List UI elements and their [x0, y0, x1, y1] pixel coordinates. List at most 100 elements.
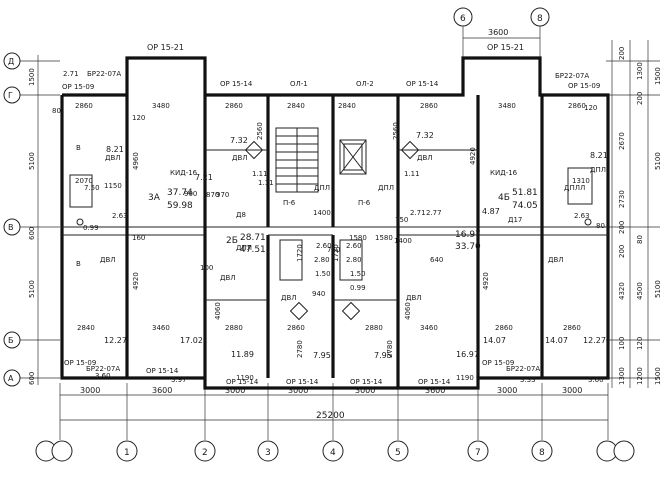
plan-label-100: Д8	[236, 211, 246, 219]
dim-right-b10: 200	[636, 92, 644, 105]
dim-bay-4: 3000	[288, 386, 308, 395]
win-or1514-a: ОР 15-14	[220, 80, 253, 88]
plan-label-73: 1580	[375, 234, 393, 242]
plan-label-21: 2.60	[346, 242, 362, 250]
dim-left-1: 1500	[28, 68, 36, 86]
win-or1509-a: ОР 15-09	[62, 83, 94, 91]
plan-label-71: 970	[216, 191, 229, 199]
room-depth-dims: 4960 4920 4060 4060 4920 4920 2780 2780 …	[132, 122, 490, 358]
top-axis-markers: 6 8 3600	[453, 7, 550, 58]
axis-5: 5	[395, 448, 401, 458]
bottom-axis-markers: 1 2 3 4 5 7 8	[35, 440, 635, 462]
dim-left-5: 600	[28, 372, 36, 385]
plan-label-37: 3480	[152, 102, 170, 110]
dim-right-b12: 1200	[636, 367, 644, 385]
plan-label-60: 2560	[256, 122, 264, 140]
plan-label-32: 1.50	[315, 270, 331, 278]
plan-label-51: 2880	[365, 324, 383, 332]
dim-bay-3: 3000	[225, 386, 245, 395]
plan-label-77: 1190	[236, 374, 254, 382]
dim-bay-5: 3000	[355, 386, 375, 395]
plan-label-61: 2560	[392, 122, 400, 140]
plan-label-88: ДВЛ	[417, 154, 433, 162]
win-or1514-f: ОР 15-14	[418, 378, 451, 386]
plan-label-0: 7.32	[230, 136, 248, 145]
win-ol2: ОЛ-2	[356, 80, 374, 88]
plan-label-24: 7.95	[313, 351, 331, 360]
plan-label-57: 4920	[469, 147, 477, 165]
plan-label-69: 1400	[313, 209, 331, 217]
win-or1514-d: ОР 15-14	[286, 378, 319, 386]
balcony-labels: БР22-07А БР22-07А БР22-07А БР22-07А КИД-…	[86, 70, 589, 373]
plan-label-13: 16.97	[456, 350, 479, 359]
axis-7: 7	[475, 448, 481, 458]
plan-label-33: 1.50	[350, 270, 366, 278]
dim-bay-8: 3000	[562, 386, 582, 395]
plan-label-59: 2780	[386, 340, 394, 358]
plan-label-8: 12.27	[583, 336, 606, 345]
plan-label-1: 7.32	[416, 131, 434, 140]
plan-label-54: 4060	[214, 302, 222, 320]
plan-label-86: ДВЛ	[105, 154, 121, 162]
axis-8: 8	[539, 448, 545, 458]
plan-label-91: ДВЛ	[220, 274, 236, 282]
axis-3: 3	[265, 448, 271, 458]
plan-label-18: 0.99	[83, 224, 99, 232]
plan-label-50: 2860	[563, 324, 581, 332]
plan-label-83: 80	[596, 222, 605, 230]
dim-top-span: 3600	[488, 28, 508, 37]
plan-label-102: В	[76, 260, 81, 268]
plan-label-3: 8.21	[590, 151, 608, 160]
dim-right-b5: 200	[618, 221, 626, 234]
axis-4: 4	[330, 448, 336, 458]
plan-label-70: 870	[206, 191, 219, 199]
dim-right-b1: 1300	[636, 62, 644, 80]
plan-label-82: 120	[584, 104, 597, 112]
win-or1521-right: ОР 15-21	[487, 43, 524, 52]
dim-right-b7: 4500	[636, 282, 644, 300]
win-or1514-g: ОР 15-14	[146, 367, 179, 375]
window-panel-labels: ОР 15-21 ОР 15-21 ОР 15-14 ОР 15-14 ОР 1…	[62, 43, 600, 386]
win-or1509-c: ОР 15-09	[482, 359, 514, 367]
plan-label-62: 1720	[296, 244, 304, 262]
dim-right-b9: 200	[618, 245, 626, 258]
plan-label-26: 1.11	[252, 170, 268, 178]
plan-label-48: 3460	[420, 324, 438, 332]
plan-label-90: ДВЛ	[100, 256, 116, 264]
plan-label-35: 7.50	[84, 184, 100, 192]
door-codes: ДВЛ ДВЛ ДВЛ ДВЛ ДВЛ ДВЛ ДВЛ ДВЛ ДПЛ ДПЛ …	[76, 144, 606, 302]
plan-label-11: 14.07	[483, 336, 506, 345]
win-or1514-c: ОР 15-14	[226, 378, 259, 386]
plan-label-7: 12.27	[104, 336, 127, 345]
plan-label-85: 1310	[572, 177, 590, 185]
plan-label-94: ДПЛ	[236, 244, 252, 252]
apt-1-living: 16.97	[455, 230, 481, 240]
plan-label-74: 900	[184, 190, 197, 198]
bottom-dimension-values: 3000 3600 3000 3000 3000 3600 3000 3000 …	[80, 386, 582, 421]
plan-label-45: 3460	[152, 324, 170, 332]
win-or1509-b: ОР 15-09	[64, 359, 96, 367]
plan-label-5: 2.71	[410, 209, 426, 217]
balcony-b: БР22-07А	[555, 72, 589, 80]
dim-right-b13: 120	[636, 337, 644, 350]
plan-label-49: 2860	[495, 324, 513, 332]
plan-label-56: 4920	[482, 272, 490, 290]
dim-left-4: 5100	[28, 280, 36, 298]
partition-p6-right: П-6	[358, 199, 371, 207]
room-width-dims: 2860 3480 2860 2840 2840 2860 3480 2860 …	[75, 102, 586, 332]
apt-2b-code: 2Б	[226, 236, 238, 246]
axis-A: А	[8, 374, 14, 383]
dim-right-b6: 80	[636, 235, 644, 244]
plan-label-96: ДПЛ	[590, 166, 606, 174]
plan-label-95: ДПЛ	[378, 184, 394, 192]
plan-label-87: ДВЛ	[232, 154, 248, 162]
plan-label-36: 2860	[75, 102, 93, 110]
plan-label-63: 1720	[332, 244, 340, 262]
apt-4b-living: 51.81	[512, 188, 538, 198]
kitchen-kid-right: КИД-16	[490, 169, 518, 177]
bottom-dimension-lines	[59, 383, 609, 440]
dim-right-b8: 4320	[618, 282, 626, 300]
plan-label-42: 3480	[498, 102, 516, 110]
apartment-labels: 3А 37.74 59.98 4Б 51.81 74.05 2Б 28.71 4…	[148, 188, 538, 255]
apt-1-total: 33.70	[455, 242, 481, 252]
